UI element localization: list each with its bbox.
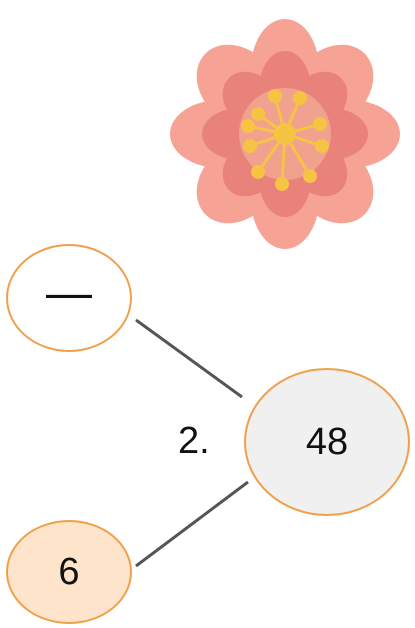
problem-number: 2. [178,420,210,462]
top-bond-line [135,318,243,399]
part-top-value: — [46,266,92,318]
part-circle-top[interactable]: — [6,244,132,352]
bottom-bond-line [135,480,249,568]
whole-value: 48 [305,420,349,463]
whole-circle: 48 [244,368,410,516]
part-circle-bottom: 6 [6,520,132,624]
flower-icon [170,19,400,249]
part-bottom-value: 6 [58,550,80,593]
